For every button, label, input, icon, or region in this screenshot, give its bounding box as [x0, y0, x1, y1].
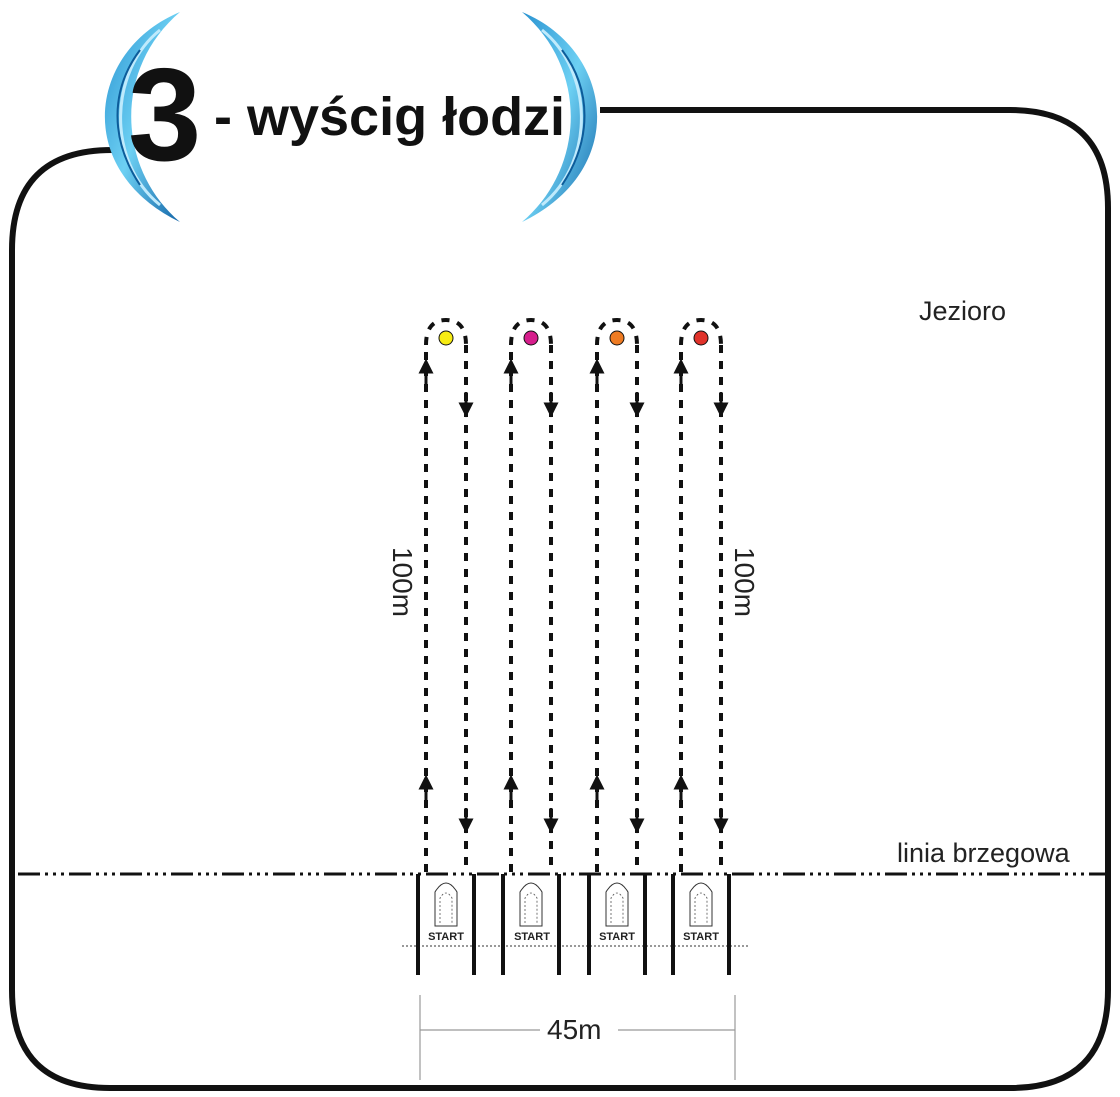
start-label-lane-1: START [428, 931, 464, 943]
buoy-icon [438, 330, 454, 346]
buoy-icon [609, 330, 625, 346]
lane-2 [501, 317, 561, 975]
lane-4 [671, 317, 731, 975]
lane-turn-path [595, 317, 639, 346]
start-label-lane-4: START [683, 931, 719, 943]
boat-icon [434, 882, 458, 927]
width-dimension [419, 995, 736, 1080]
start-label-lane-2: START [514, 931, 550, 943]
boat-inner-icon [439, 892, 453, 923]
shoreline-label: linia brzegowa [897, 838, 1070, 868]
course-length-label-right: 100m [729, 546, 760, 618]
title-text: - wyścig łodzi [214, 87, 566, 147]
wave-bracket-right [522, 12, 598, 222]
boat-icon [519, 882, 543, 927]
lane-turn-path [424, 317, 468, 346]
course-width-label: 45m [547, 1014, 602, 1045]
lane-1 [416, 317, 476, 975]
boat-inner-icon [524, 892, 538, 923]
course-length-label-left: 100m [387, 546, 418, 618]
lane-turn-path [509, 317, 553, 346]
start-label-lane-3: START [599, 931, 635, 943]
buoy-icon [693, 330, 709, 346]
lane-3 [587, 317, 647, 975]
lane-turn-path [679, 317, 723, 346]
lake-label: Jezioro [919, 296, 1007, 326]
wave-bracket-left [104, 12, 180, 222]
boat-inner-icon [610, 892, 624, 923]
field-border [9, 107, 1111, 1091]
boat-icon [689, 882, 713, 927]
boat-icon [605, 882, 629, 927]
title-number: 3 [128, 41, 201, 188]
boat-inner-icon [694, 892, 708, 923]
buoy-icon [523, 330, 539, 346]
